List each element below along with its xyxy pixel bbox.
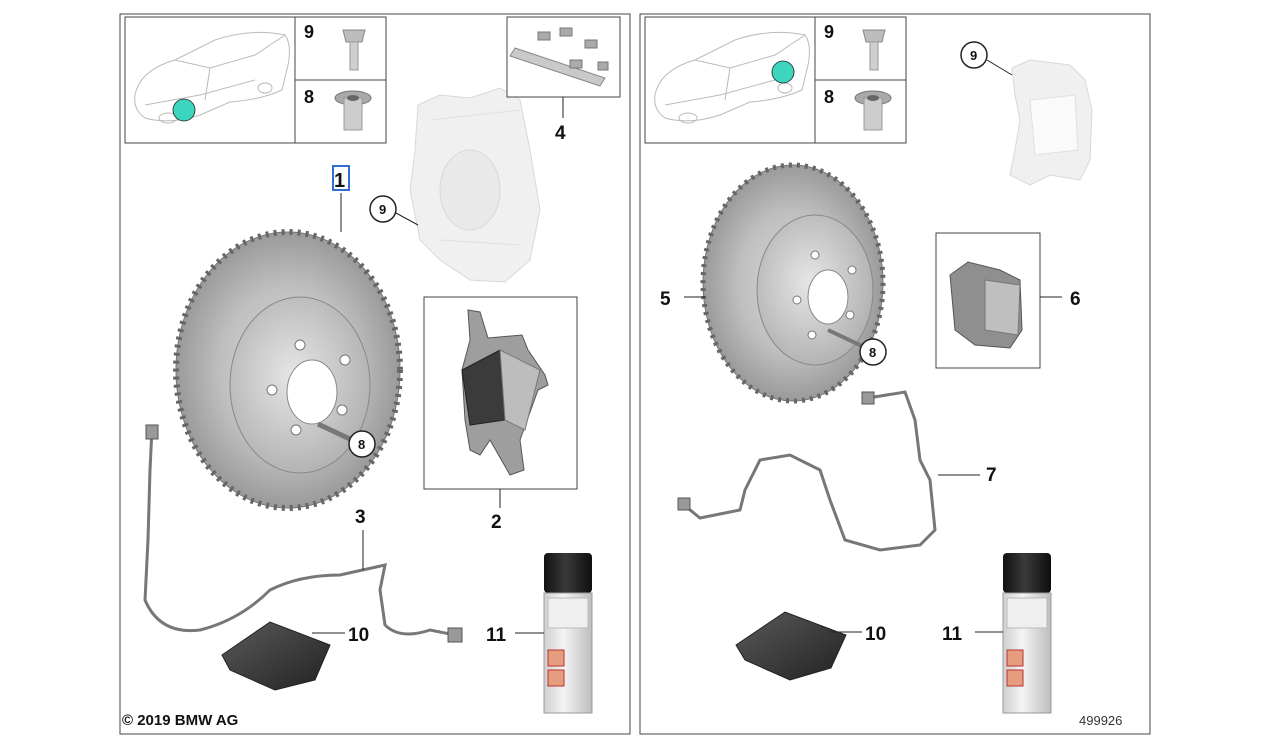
copyright-notice: © 2019 BMW AG: [122, 712, 239, 729]
bolt-icon: [862, 29, 886, 71]
brake-disc-image: [173, 229, 403, 511]
brake-caliper-image: [409, 87, 541, 283]
callout-11: 11: [942, 624, 963, 645]
caliper-carrier-image: [1009, 59, 1093, 186]
callout-10: 10: [865, 624, 886, 645]
selected-part-highlight[interactable]: [332, 165, 350, 191]
callout-2: 2: [491, 512, 502, 533]
left-vehicle-inset: 9 8: [124, 16, 387, 144]
wear-sensor-cable: [683, 390, 937, 552]
circled-callout-9: 9: [379, 202, 386, 217]
diagram-image-number: 499926: [1079, 713, 1123, 728]
right-panel-frame: [639, 13, 1151, 735]
bolt-icon: [342, 29, 366, 71]
callout-3: 3: [355, 507, 366, 528]
brake-pads-box: [423, 296, 578, 490]
left-panel: 9 8: [119, 13, 631, 735]
callout-7: 7: [986, 465, 997, 486]
right-vehicle-inset: 9 8: [644, 16, 907, 144]
callout-4: 4: [555, 123, 566, 144]
cleaning-cloth-image: [221, 621, 331, 691]
inset-label-9: 9: [824, 22, 834, 42]
callout-10: 10: [348, 625, 369, 646]
inset-label-8: 8: [304, 87, 314, 107]
callout-5: 5: [660, 289, 671, 310]
circled-callout-8: 8: [869, 345, 876, 360]
front-axle-marker: [172, 98, 196, 122]
car-outline-icon: [654, 31, 810, 124]
circled-callout-8: 8: [358, 437, 365, 452]
inset-label-9: 9: [304, 22, 314, 42]
hardware-kit-box: [506, 16, 621, 98]
threaded-pin-icon: [334, 90, 372, 131]
callout-1: 1: [334, 170, 345, 192]
inset-label-8: 8: [824, 87, 834, 107]
brake-pads-box: [935, 232, 1041, 369]
rear-axle-marker: [771, 60, 795, 84]
spray-can-image: [1002, 553, 1052, 714]
circled-callout-9: 9: [970, 48, 977, 63]
left-panel-frame: [119, 13, 631, 735]
cleaning-cloth-image: [735, 611, 847, 681]
brake-disc-image: [700, 162, 886, 404]
threaded-pin-icon: [854, 90, 892, 131]
callout-11: 11: [486, 625, 507, 646]
wear-sensor-cable: [143, 427, 456, 637]
right-panel: 9 8: [639, 13, 1151, 735]
callout-6: 6: [1070, 289, 1081, 310]
car-outline-icon: [134, 31, 290, 124]
spray-can-image: [543, 553, 593, 714]
